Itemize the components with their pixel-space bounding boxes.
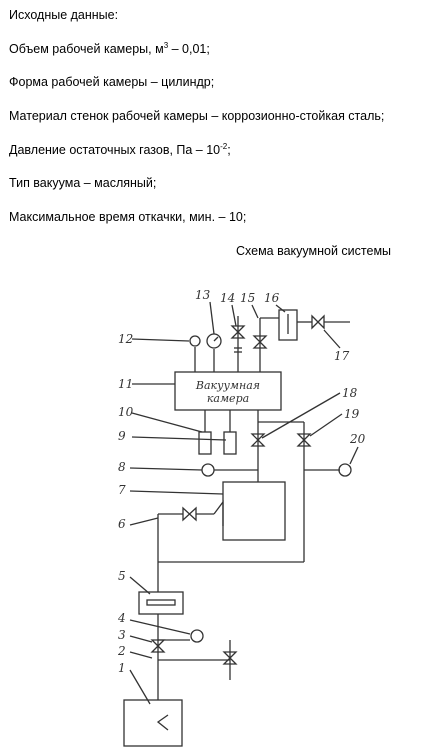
volume-line: Объем рабочей камеры, м3 – 0,01; [9,41,210,57]
backing-pump-1 [123,699,183,747]
svg-text:2: 2 [117,644,126,658]
chamber-label-1: Вакуумная [195,379,260,392]
svg-text:13: 13 [195,288,211,302]
max-time-line: Максимальное время откачки, мин. – 10; [9,210,247,224]
svg-text:7: 7 [118,483,126,497]
source-data-heading: Исходные данные: [9,8,119,22]
valve-14 [230,316,246,372]
valve-2 [150,614,204,700]
svg-text:15: 15 [240,291,255,305]
scheme-caption: Схема вакуумной системы [236,244,392,258]
svg-text:3: 3 [118,628,126,642]
svg-text:6: 6 [118,517,126,531]
svg-text:18: 18 [342,386,358,400]
svg-text:8: 8 [118,460,126,474]
svg-text:5: 5 [118,569,126,583]
svg-text:4: 4 [117,611,126,625]
valve-3 [158,640,238,680]
chamber-label-2: камера [207,392,249,405]
svg-text:17: 17 [334,349,350,363]
filter-5 [138,591,184,615]
svg-text:1: 1 [118,661,126,675]
trap-16 [278,309,350,341]
svg-text:16: 16 [264,291,280,305]
bypass-valve-6 [158,500,224,526]
svg-text:11: 11 [118,377,133,391]
svg-text:12: 12 [118,332,133,346]
top-gauges [189,333,222,372]
vacuum-type-line: Тип вакуума – масляный; [9,176,157,190]
traps-9-10 [198,410,237,455]
valve-18 [250,410,266,482]
material-line: Материал стенок рабочей камеры – коррози… [9,109,385,123]
valve-15 [252,317,279,372]
pressure-line: Давление остаточных газов, Па – 10-2; [9,142,231,158]
valve-19 [258,421,352,562]
svg-text:14: 14 [220,291,235,305]
svg-text:9: 9 [118,429,126,443]
diffusion-pump-7 [222,481,286,541]
shape-line: Форма рабочей камеры – цилиндр; [9,75,215,89]
reference-numbers: 12 13 14 15 16 17 11 18 10 9 19 20 8 7 6… [117,288,366,705]
svg-text:19: 19 [344,407,360,421]
svg-text:20: 20 [349,432,366,446]
gauge-8 [201,463,258,477]
svg-text:10: 10 [118,405,134,419]
vacuum-system-diagram: Вакуумная камера [117,288,366,747]
vacuum-chamber [174,371,282,411]
